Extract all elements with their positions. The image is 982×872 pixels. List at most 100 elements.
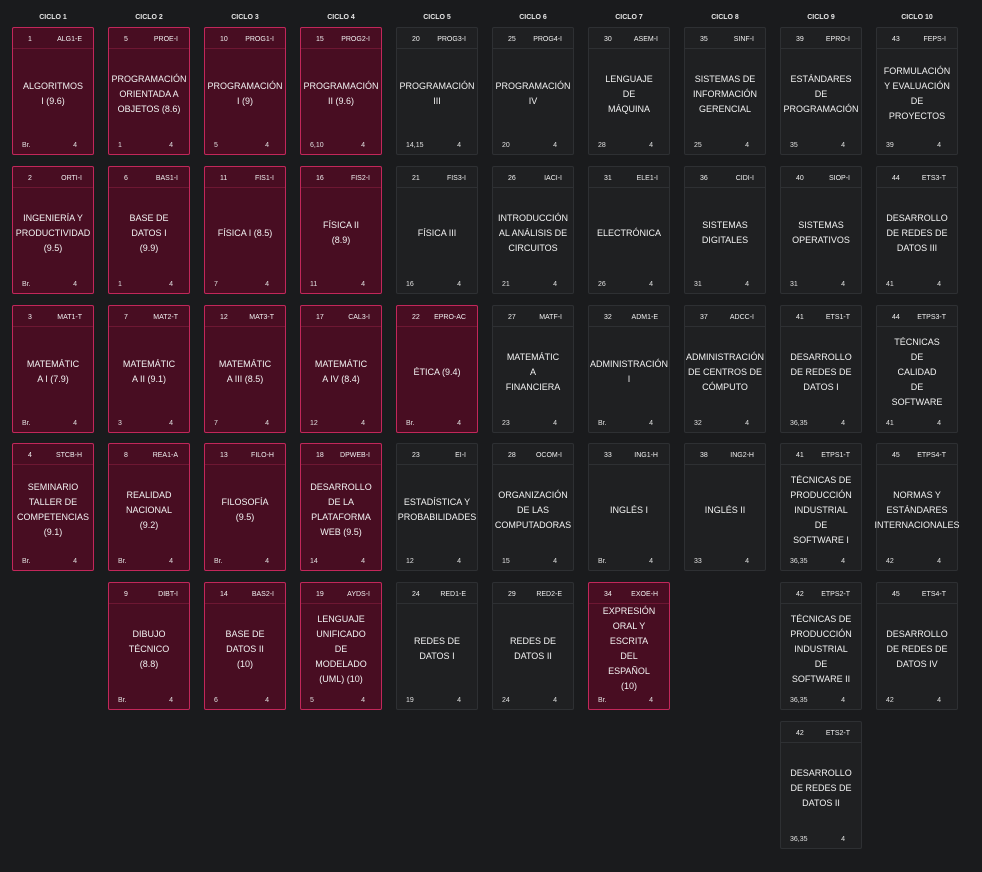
- course-name: DESARROLLO DE REDES DE DATOS I: [790, 351, 852, 392]
- course-card-header: [781, 167, 861, 188]
- course-prerequisites: 12: [310, 420, 318, 427]
- course-prerequisites: 39: [886, 142, 894, 149]
- course-card-header: [205, 167, 285, 188]
- course-credits: 4: [169, 142, 173, 149]
- course-prerequisites: 36,35: [790, 420, 808, 427]
- course-card-header: [205, 28, 285, 49]
- course-card-header: [877, 28, 957, 49]
- course-card-header: [781, 583, 861, 604]
- cycle-header: CICLO 2: [135, 14, 163, 21]
- course-name: INGLÉS II: [704, 504, 746, 515]
- course-name: DESARROLLO DE LA PLATAFORMA WEB (9.5): [310, 482, 372, 537]
- course-card-header: [493, 444, 573, 465]
- course-name: PROGRAMACIÓN II (9.6): [303, 81, 379, 106]
- course-number: 42: [796, 730, 804, 737]
- course-prerequisites: Br.: [214, 558, 223, 565]
- course-credits: 4: [169, 697, 173, 704]
- course-prerequisites: 20: [502, 142, 510, 149]
- course-number: 15: [316, 36, 324, 43]
- course-credits: 4: [265, 420, 269, 427]
- course-code: ADCC-I: [729, 314, 754, 321]
- course-card-header: [781, 306, 861, 327]
- course-name: MATEMÁTIC A I (7.9): [26, 359, 80, 384]
- course-prerequisites: Br.: [118, 558, 127, 565]
- course-number: 2: [28, 175, 32, 182]
- course-name: LENGUAJE DE MÁQUINA: [605, 73, 653, 114]
- course-prerequisites: 5: [310, 697, 314, 704]
- course-name: SISTEMAS DIGITALES: [701, 220, 749, 245]
- course-credits: 4: [649, 142, 653, 149]
- course-code: ETPS3-T: [917, 314, 946, 321]
- course-code: PROG1-I: [245, 36, 274, 43]
- course-prerequisites: 19: [406, 697, 414, 704]
- course-card-header: [589, 306, 669, 327]
- course-prerequisites: 28: [598, 142, 606, 149]
- course-number: 30: [604, 36, 612, 43]
- course-name: FÍSICA II (8.9): [322, 220, 359, 245]
- course-code: ADM1-E: [631, 314, 658, 321]
- course-prerequisites: Br.: [22, 420, 31, 427]
- course-name: INGENIERÍA Y PRODUCTIVIDAD (9.5): [15, 212, 91, 253]
- course-credits: 4: [937, 420, 941, 427]
- course-code: MAT2-T: [153, 314, 178, 321]
- course-number: 35: [700, 36, 708, 43]
- course-name: LENGUAJE UNIFICADO DE MODELADO (UML) (10…: [315, 613, 367, 684]
- course-number: 39: [796, 36, 804, 43]
- course-code: RED2-E: [536, 591, 562, 598]
- course-number: 12: [220, 314, 228, 321]
- course-number: 37: [700, 314, 708, 321]
- course-prerequisites: 7: [214, 281, 218, 288]
- course-credits: 4: [649, 697, 653, 704]
- course-name: NORMAS Y ESTÁNDARES INTERNACIONALES: [874, 489, 960, 530]
